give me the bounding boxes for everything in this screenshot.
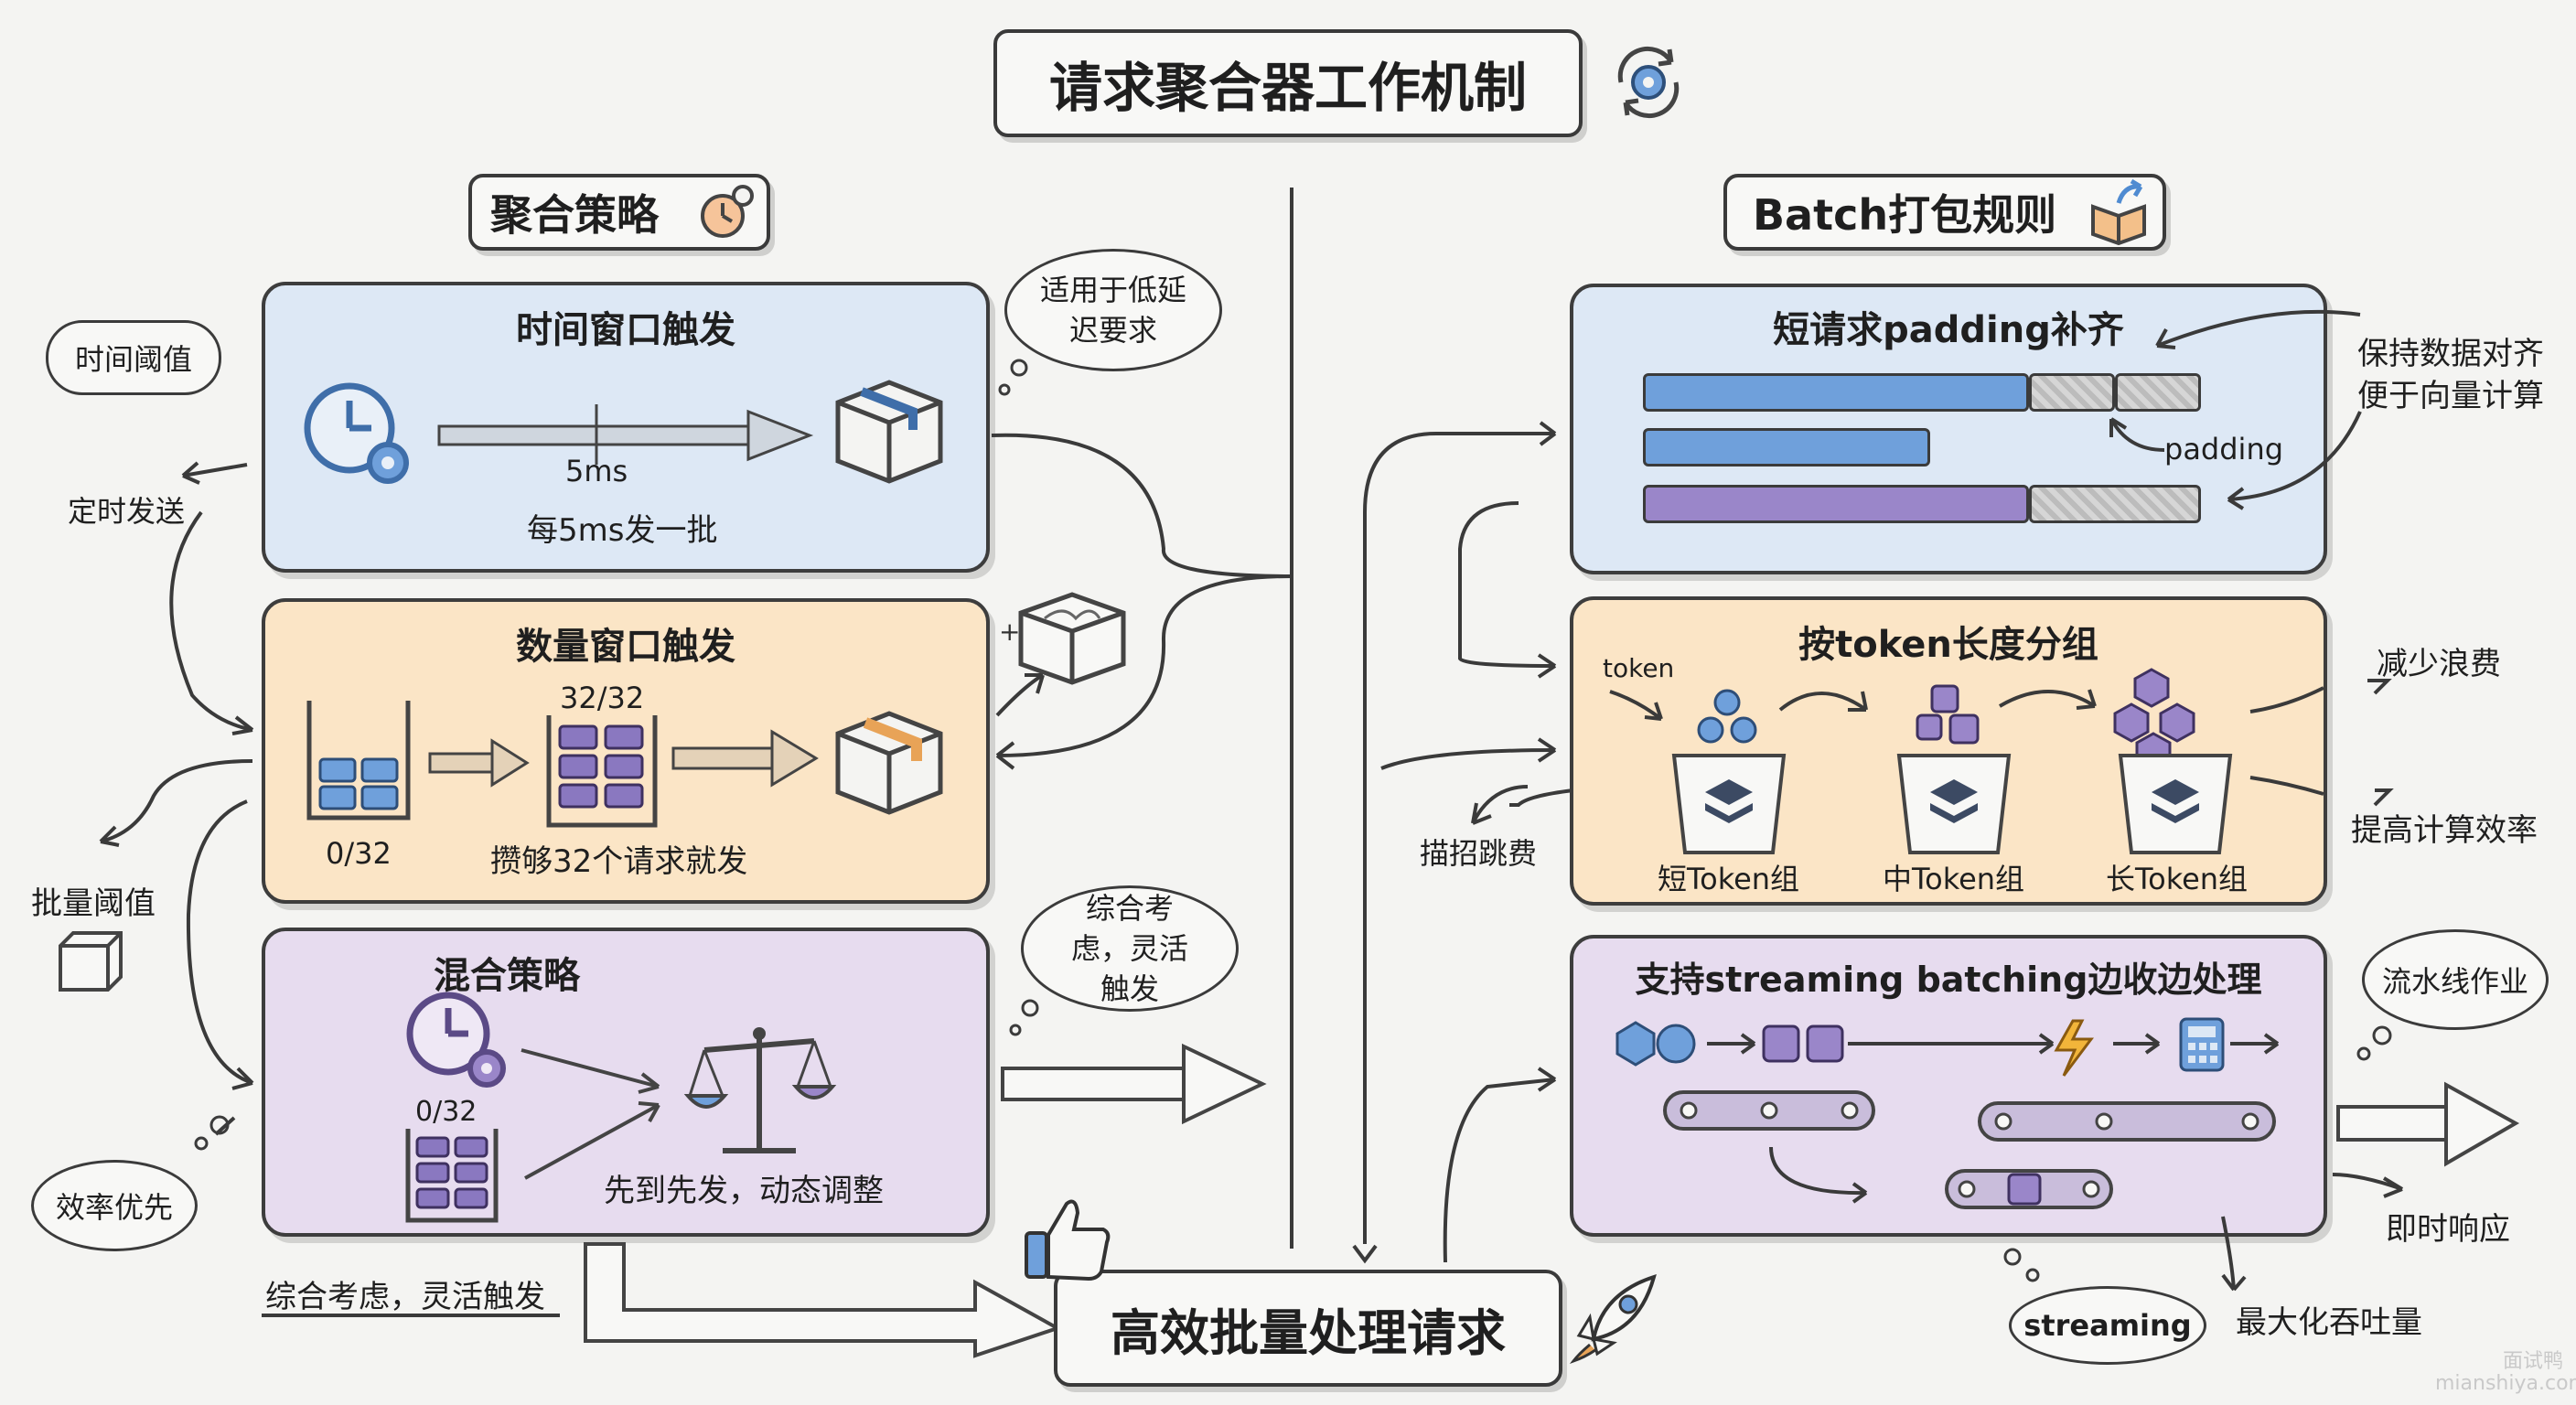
bottom-big-arrow [584, 1242, 1062, 1358]
time-threshold-text: 时间阈值 [74, 342, 192, 377]
hybrid-clock-icon [406, 992, 506, 1088]
padding-bar-2 [1643, 428, 1930, 467]
cube-icon [59, 931, 123, 992]
efficiency-first-bubble: 效率优先 [31, 1160, 198, 1251]
low-latency-bubble: 适用于低延迟要求 [1004, 249, 1222, 371]
streaming-out-arrow [2336, 1081, 2520, 1167]
bottom-note-underline [262, 1314, 560, 1317]
center-result-text: 高效批量处理请求 [1111, 1303, 1506, 1362]
padding-fill-1b [2115, 373, 2201, 412]
streaming-side-arrows [2221, 1173, 2404, 1292]
watermark-logo: 面试鸭 [2503, 1350, 2564, 1373]
right-connectors [1352, 421, 1574, 1264]
comprehensive-bubble-text: 综合考虑，灵活触发 [1070, 891, 1188, 1006]
hybrid-big-arrow [1001, 1043, 1267, 1125]
svg-text:+: + [999, 617, 1020, 647]
compute-efficiency-note: 提高计算效率 [2351, 812, 2538, 849]
token-group-title: 按token长度分组 [1798, 624, 2098, 666]
padding-label-arrow [2109, 417, 2165, 452]
streaming-bubble-dots [2003, 1248, 2040, 1282]
reduce-waste-note: 减少浪费 [2377, 646, 2501, 682]
padding-bar-3 [1643, 485, 2029, 523]
comprehensive-bubble: 综合考虑，灵活触发 [1021, 885, 1239, 1012]
token-group-panel: 按token长度分组 token [1570, 596, 2327, 906]
max-throughput-label: 最大化吞吐量 [2236, 1304, 2422, 1341]
time-interval: 5ms [565, 454, 628, 488]
time-arrow [437, 404, 814, 465]
count-empty: 0/32 [326, 836, 392, 871]
thumbs-up-icon [1025, 1199, 1111, 1282]
pipeline-bubble: 流水线作业 [2362, 929, 2549, 1030]
hybrid-bucket-icon [405, 1129, 499, 1223]
padding-note: 保持数据对齐便于向量计算 [2347, 333, 2554, 417]
open-box-plus-icon [1018, 592, 1126, 685]
bubble-dots-1 [998, 359, 1028, 396]
count-full: 32/32 [560, 681, 645, 715]
count-window-title: 数量窗口触发 [516, 626, 735, 668]
count-window-panel: 数量窗口触发 0/32 32/32 攒够32个请求就发 [262, 598, 990, 904]
token-group-medium: 中Token组 [1883, 862, 2025, 896]
token-flow [1609, 668, 2324, 854]
padding-note-arrows [2155, 309, 2362, 510]
left-connectors: + [99, 433, 1293, 1136]
main-title: 请求聚合器工作机制 [993, 29, 1583, 137]
hybrid-title: 混合策略 [434, 955, 580, 997]
instant-response-label: 即时响应 [2386, 1211, 2510, 1248]
token-group-short: 短Token组 [1658, 862, 1800, 896]
main-title-text: 请求聚合器工作机制 [1048, 57, 1527, 119]
pipeline-text: 流水线作业 [2381, 964, 2528, 999]
bubble-dots-2 [1009, 999, 1039, 1036]
strategy-header-text: 聚合策略 [490, 190, 659, 240]
count-window-desc: 攒够32个请求就发 [490, 843, 748, 880]
hybrid-count: 0/32 [415, 1096, 478, 1128]
token-label: token [1603, 653, 1675, 683]
timed-send-label: 定时发送 [68, 494, 186, 529]
count-arrow-2 [671, 729, 819, 788]
pipeline-bubble-dots [2356, 1025, 2392, 1061]
bottom-note: 综合考虑，灵活触发 [265, 1279, 545, 1315]
box-icon [835, 380, 943, 484]
padding-title: 短请求padding补齐 [1773, 309, 2124, 351]
batch-rule-header-text: Batch打包规则 [1753, 190, 2057, 240]
open-box-icon [2091, 178, 2146, 246]
time-window-desc: 每5ms发一批 [527, 512, 718, 549]
watermark-url: mianshiya.com [2435, 1372, 2576, 1395]
orange-box-icon [835, 711, 943, 815]
padding-note-text: 保持数据对齐便于向量计算 [2357, 336, 2544, 414]
balance-scale-icon [683, 1027, 837, 1153]
count-arrow-1 [428, 738, 530, 788]
time-window-panel: 时间窗口触发 5ms 每5ms发一批 [262, 282, 990, 573]
streaming-flow [1615, 1017, 2280, 1209]
padding-bar-1 [1643, 373, 2029, 412]
efficiency-first-text: 效率优先 [55, 1190, 173, 1225]
token-group-long: 长Token组 [2106, 862, 2249, 896]
token-side-arrows [2367, 679, 2394, 807]
center-result: 高效批量处理请求 [1054, 1270, 1562, 1387]
gear-refresh-icon [1617, 46, 1680, 119]
streaming-bubble-text: streaming [2023, 1308, 2192, 1343]
streaming-title: 支持streaming batching边收边处理 [1635, 960, 2262, 1000]
rocket-icon [1569, 1273, 1657, 1364]
padding-label: padding [2164, 432, 2284, 467]
low-latency-text: 适用于低延迟要求 [1040, 273, 1187, 348]
clock-gear-small-icon [701, 185, 754, 238]
full-bucket-icon [546, 715, 658, 828]
time-window-title: 时间窗口触发 [516, 309, 735, 351]
hybrid-panel: 混合策略 0/32 先到先发，动态调整 [262, 928, 990, 1237]
empty-bucket-icon [306, 701, 411, 820]
token-left-note: 描招跳费 [1420, 836, 1538, 871]
padding-fill-1a [2029, 373, 2115, 412]
hybrid-desc: 先到先发，动态调整 [604, 1173, 884, 1209]
padding-fill-3 [2029, 485, 2201, 523]
batch-threshold-label: 批量阈值 [31, 885, 156, 922]
efficiency-bubble-dots [194, 1115, 230, 1151]
streaming-panel: 支持streaming batching边收边处理 [1570, 935, 2327, 1237]
hybrid-arrows [521, 1048, 660, 1180]
clock-gear-icon [304, 382, 409, 484]
streaming-bubble: streaming [2009, 1286, 2206, 1365]
time-threshold-bubble: 时间阈值 [46, 320, 221, 395]
